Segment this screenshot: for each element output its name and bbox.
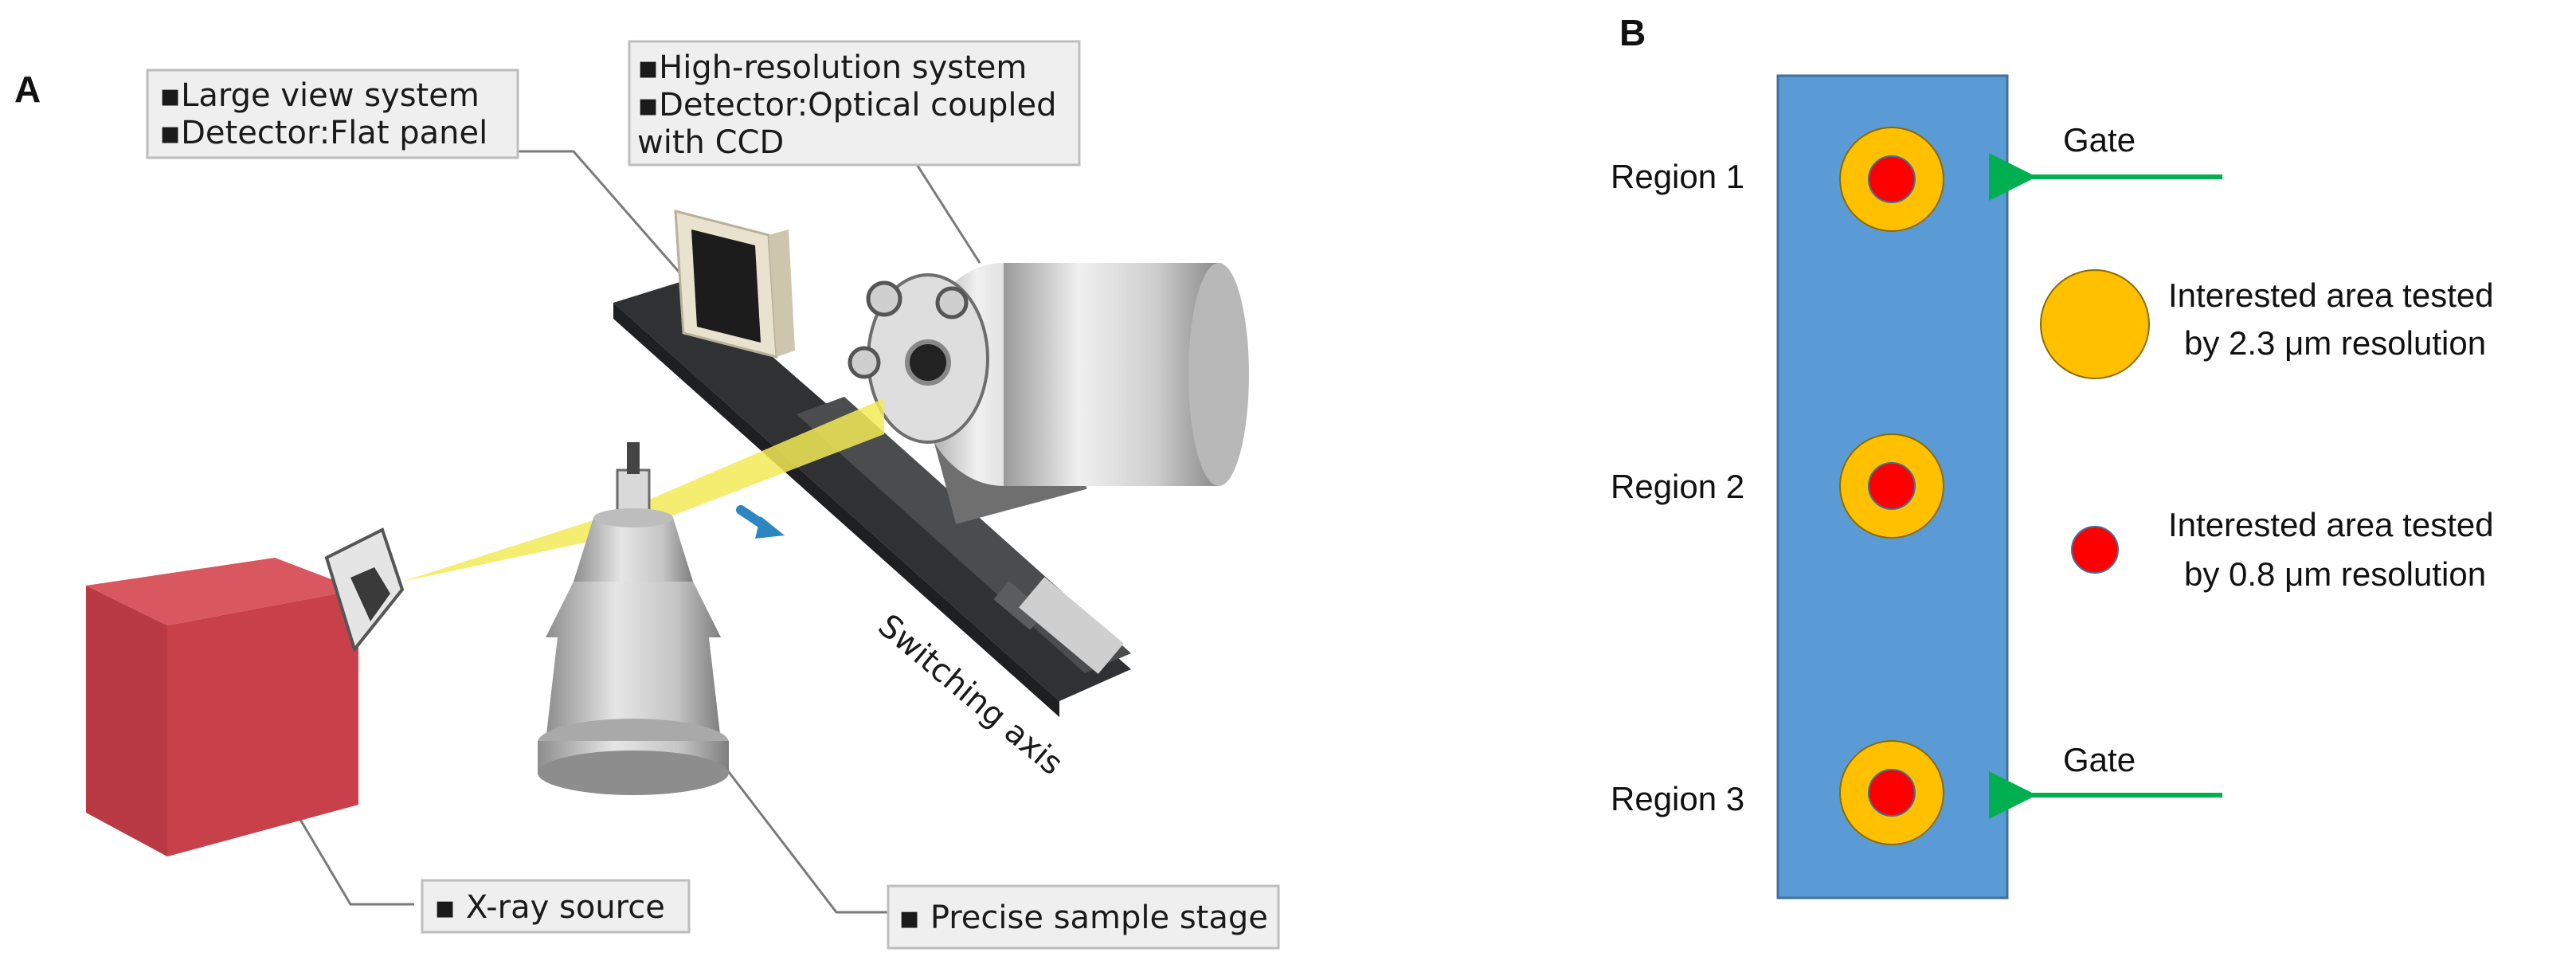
gate-label-2: Gate [2063, 741, 2136, 778]
legend-small-area: Interested area tested by 0.8 μm resolut… [2071, 506, 2494, 593]
panel-a: A [14, 40, 1280, 950]
callout-high-res-line-3: with CCD [637, 124, 784, 161]
region-marker-2 [1839, 433, 1944, 539]
flat-panel-detector [674, 210, 795, 359]
callout-xray-source: ▪ X-ray source [421, 879, 691, 934]
region-marker-3 [1839, 740, 1944, 845]
callout-high-res-line-2: ▪Detector:Optical coupled [637, 87, 1057, 123]
gate-label-1: Gate [2063, 121, 2136, 159]
callout-high-resolution: ▪High-resolution system ▪Detector:Optica… [628, 40, 1081, 167]
callout-large-view-line-1: ▪Large view system [159, 77, 480, 114]
xray-source [86, 527, 405, 856]
callout-large-view: ▪Large view system ▪Detector:Flat panel [146, 69, 519, 159]
region-label-2: Region 2 [1611, 468, 1744, 505]
panel-a-letter: A [14, 69, 41, 110]
switching-platform [613, 280, 1131, 717]
legend-large-line-1: Interested area tested [2168, 276, 2494, 314]
legend-small-line-1: Interested area tested [2168, 506, 2494, 543]
callout-xray-source-text: ▪ X-ray source [434, 889, 665, 926]
callout-large-view-line-2: ▪Detector:Flat panel [159, 115, 487, 151]
panel-b-letter: B [1619, 12, 1646, 53]
region-label-1: Region 1 [1611, 158, 1744, 195]
legend-large-line-2: by 2.3 μm resolution [2184, 324, 2486, 362]
precise-sample-stage [538, 442, 729, 795]
region-marker-1 [1839, 127, 1944, 232]
region-label-3: Region 3 [1611, 780, 1744, 817]
panel-b: B Region 1 Region 2 Region 3 Gate Gate [1611, 12, 2494, 899]
callout-sample-stage-text: ▪ Precise sample stage [898, 899, 1268, 936]
high-resolution-system [848, 263, 1249, 524]
callout-high-res-line-1: ▪High-resolution system [637, 49, 1027, 86]
legend-large-area: Interested area tested by 2.3 μm resolut… [2040, 269, 2494, 379]
switch-direction-arrow [736, 505, 785, 539]
legend-small-line-2: by 0.8 μm resolution [2184, 555, 2486, 593]
callout-sample-stage: ▪ Precise sample stage [887, 884, 1280, 950]
